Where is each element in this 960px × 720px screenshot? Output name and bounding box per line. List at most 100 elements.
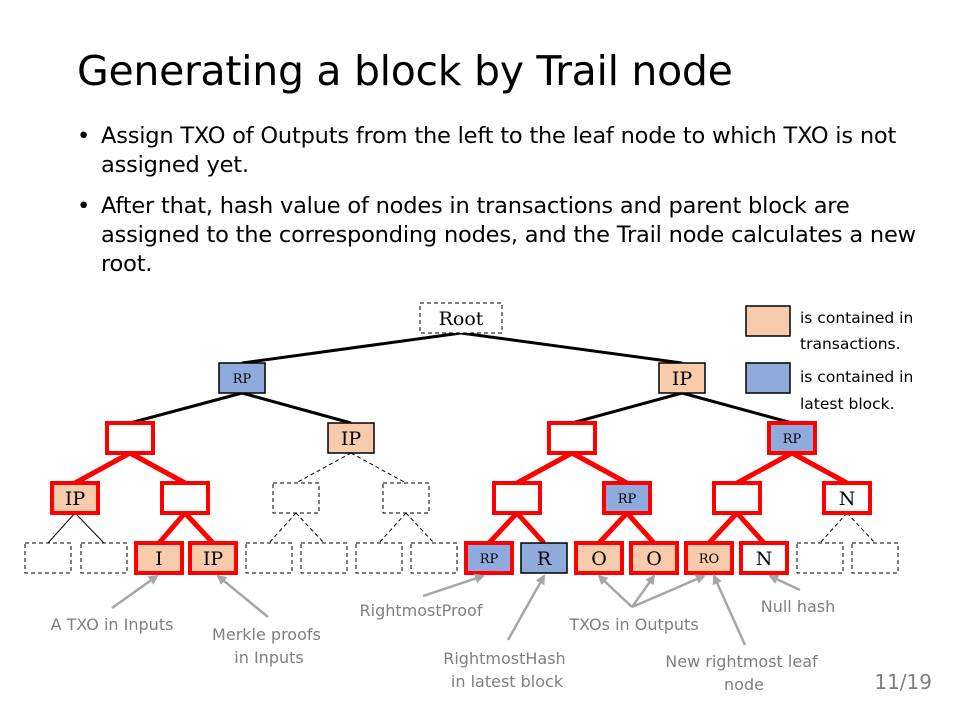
tree-node-l2	[105, 421, 155, 455]
tree-node-l2: IP	[327, 422, 375, 454]
leaf-node	[796, 542, 844, 574]
arrow	[216, 574, 269, 618]
edge	[378, 512, 407, 544]
slide-title: Generating a block by Trail node	[77, 47, 733, 95]
legend-label-line: is contained in	[800, 309, 913, 327]
node-label: IP	[672, 368, 693, 390]
node-label: IP	[203, 548, 224, 570]
arrow	[630, 574, 656, 608]
node-label: RP	[783, 432, 802, 447]
node-label: N	[839, 488, 856, 510]
bullet-marker: •	[77, 193, 91, 219]
bullet-list: • Assign TXO of Outputs from the left to …	[77, 122, 937, 291]
node-label: Root	[439, 308, 484, 330]
edge	[790, 450, 849, 486]
annotation-line: node	[724, 675, 764, 694]
legend-label-line: transactions.	[800, 335, 901, 353]
edge	[571, 391, 683, 425]
edge	[515, 450, 574, 486]
annotation-txos-outputs: TXOs in Outputs	[568, 615, 698, 634]
leaf-node: O	[629, 541, 679, 575]
annotation-new-rightmost-leaf: New rightmost leaf node	[665, 652, 822, 694]
tree-edges	[47, 331, 876, 545]
page-number: 11/19	[874, 670, 932, 694]
tree-node-l3: N	[822, 481, 872, 515]
leaf-node	[300, 542, 348, 574]
legend-label: is contained in transactions.	[800, 309, 918, 353]
legend: is contained in transactions. is contain…	[745, 305, 918, 413]
arrow	[597, 574, 633, 608]
legend-label: is contained in latest block.	[800, 368, 918, 413]
legend-label-line: latest block.	[800, 395, 895, 413]
arrow	[422, 573, 485, 598]
annotation-rightmost-hash: RightmostHash in latest block	[443, 649, 571, 691]
edge	[515, 511, 546, 545]
edge	[268, 512, 297, 544]
node-label: O	[591, 548, 607, 570]
edge	[597, 511, 629, 545]
annotation-merkle-proofs: Merkle proofs in Inputs	[212, 625, 326, 667]
leaf-node	[80, 542, 128, 574]
edge	[570, 450, 629, 486]
tree-node-l2	[547, 421, 597, 455]
leaf-node	[851, 542, 899, 574]
tree-node-l1-left: RP	[218, 362, 266, 394]
edge	[819, 512, 848, 544]
edge	[74, 512, 105, 544]
tree-nodes: Root RP IP IP RP IP	[24, 302, 899, 575]
bullet-item: • Assign TXO of Outputs from the left to …	[77, 122, 937, 180]
edge	[73, 450, 132, 486]
annotations: A TXO in Inputs Merkle proofs in Inputs …	[51, 597, 836, 694]
bullet-text: After that, hash value of nodes in trans…	[101, 193, 916, 277]
annotation-line: New rightmost leaf	[665, 652, 818, 671]
leaf-node: N	[739, 541, 789, 575]
tree-node-l3: IP	[50, 481, 100, 515]
tree-node-l2: RP	[767, 421, 817, 455]
node-label: I	[155, 548, 163, 570]
leaf-node	[355, 542, 403, 574]
node-label: O	[646, 548, 662, 570]
annotation-arrows	[111, 573, 801, 646]
tree-node-l3	[160, 481, 210, 515]
edge	[241, 391, 352, 425]
edge	[183, 511, 215, 545]
edge	[295, 452, 352, 484]
edge	[241, 331, 462, 365]
annotation-rightmost-proof: RightmostProof	[360, 601, 483, 620]
root-node: Root	[419, 302, 503, 334]
annotation-line: in latest block	[451, 672, 564, 691]
bullet-item: • After that, hash value of nodes in tran…	[77, 192, 937, 279]
edge	[735, 511, 766, 545]
annotation-line: RightmostHash	[443, 649, 565, 668]
node-label: IP	[65, 488, 86, 510]
node-label: RP	[233, 372, 252, 387]
edge	[487, 511, 519, 545]
edge	[405, 512, 435, 544]
annotation-line: in Inputs	[234, 648, 303, 667]
node-label: IP	[341, 428, 362, 450]
arrow	[768, 574, 801, 592]
bullet-text: Assign TXO of Outputs from the left to t…	[101, 123, 897, 178]
tree-node-l3	[492, 481, 542, 515]
arrow	[712, 574, 747, 646]
annotation-txo-inputs: A TXO in Inputs	[51, 615, 174, 634]
edge	[735, 450, 794, 486]
tree-node-l3: RP	[602, 481, 652, 515]
edge	[846, 512, 876, 544]
tree-node-l1-right: IP	[658, 362, 706, 394]
legend-swatch-transactions	[745, 305, 791, 337]
annotation-null-hash: Null hash	[761, 597, 836, 616]
node-label: N	[756, 548, 773, 570]
edge	[625, 511, 656, 545]
bullet-marker: •	[77, 123, 91, 149]
node-label: R	[537, 548, 552, 570]
leaf-node: RO	[684, 541, 734, 575]
legend-swatch-block	[745, 362, 791, 394]
node-label: RO	[699, 552, 719, 567]
leaf-node: I	[134, 541, 184, 575]
tree-node-l3	[272, 482, 320, 514]
node-label: RP	[480, 552, 499, 567]
tree-node-l3	[712, 481, 762, 515]
arrow	[506, 574, 546, 641]
